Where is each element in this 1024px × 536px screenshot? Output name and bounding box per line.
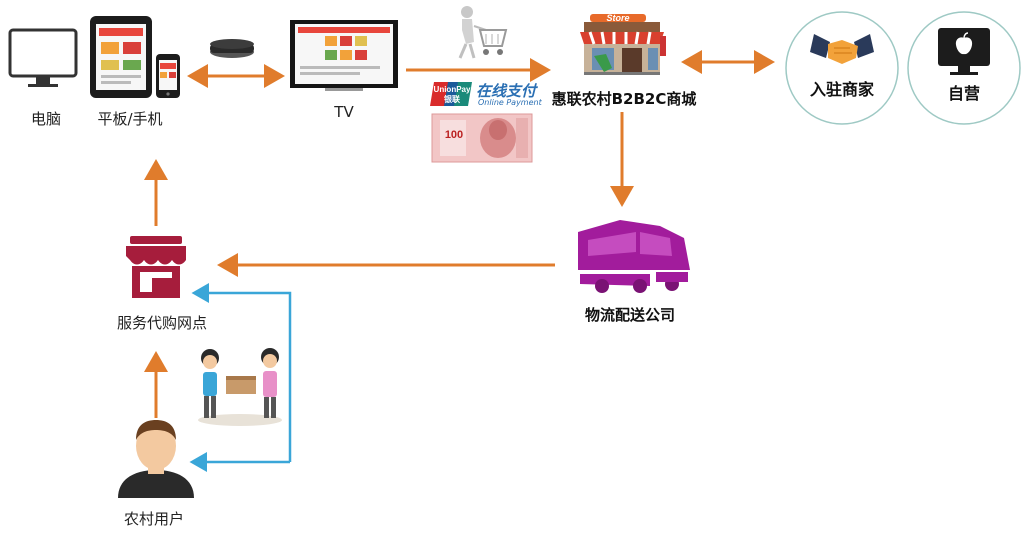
online-payment-subtitle: Online Payment <box>478 98 542 107</box>
label-service-point: 服务代购网点 <box>116 314 208 332</box>
unionpay-logo-top-text: UnionPay <box>434 85 471 94</box>
store-sign-text: Store <box>606 13 629 23</box>
store-icon <box>580 14 666 75</box>
phone-icon <box>156 54 180 98</box>
unionpay-logo-icon <box>430 82 472 106</box>
rural-user-avatar-icon <box>118 420 194 498</box>
set-top-box-icon <box>210 39 254 58</box>
shopping-cart-person-icon <box>458 6 508 59</box>
label-mall: 惠联农村B2B2C商城 <box>551 90 697 108</box>
label-rural-user: 农村用户 <box>123 510 185 528</box>
label-self-operated: 自营 <box>947 84 981 103</box>
online-payment-title: 在线支付 <box>476 82 537 100</box>
tablet-icon <box>90 16 152 98</box>
apple-monitor-icon <box>938 28 990 75</box>
computer-monitor-icon <box>8 28 78 87</box>
tv-icon <box>290 20 398 91</box>
merchant-circle <box>785 11 899 125</box>
banknote-icon <box>431 113 533 163</box>
handshake-icon <box>810 34 874 64</box>
label-pc: 电脑 <box>30 110 62 128</box>
label-tablet-phone: 平板/手机 <box>97 110 163 128</box>
delivery-exchange-icon <box>198 348 282 426</box>
label-tv: TV <box>334 103 354 121</box>
label-logistics: 物流配送公司 <box>584 306 676 324</box>
unionpay-logo-bottom-text: 银联 <box>443 94 460 104</box>
label-merchant: 入驻商家 <box>809 80 875 99</box>
service-point-shop-icon <box>126 236 186 298</box>
banknote-value-text: 100 <box>445 129 463 141</box>
arrow-blue-to-service <box>191 283 292 462</box>
logistics-truck-icon <box>578 220 690 293</box>
